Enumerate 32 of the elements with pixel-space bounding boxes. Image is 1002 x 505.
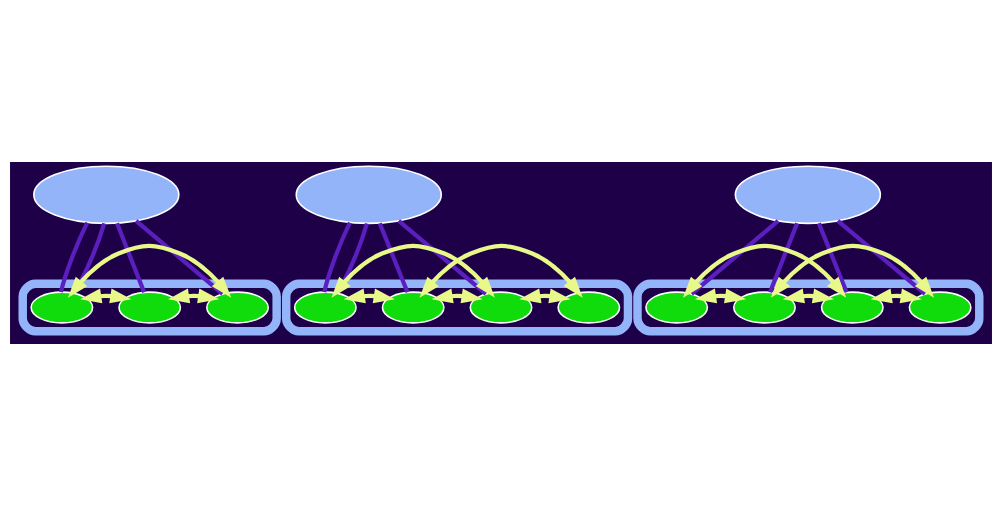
arrow xyxy=(80,288,132,303)
node-ellipse xyxy=(645,290,709,324)
arrow xyxy=(431,288,483,303)
connector xyxy=(816,221,849,293)
connector xyxy=(377,221,410,293)
arrow xyxy=(168,288,220,303)
connector xyxy=(768,221,800,293)
node-ellipse xyxy=(469,290,533,324)
connector xyxy=(322,221,352,293)
connector xyxy=(134,218,224,295)
connector xyxy=(397,218,488,295)
node-ellipse xyxy=(557,290,621,324)
node-ellipse xyxy=(734,164,882,224)
connector xyxy=(58,221,90,293)
node-ellipse xyxy=(820,290,884,324)
node-ellipse xyxy=(206,290,269,324)
node-ellipse xyxy=(381,290,445,324)
connector xyxy=(690,218,780,295)
node-ellipse xyxy=(733,290,796,324)
arrow xyxy=(519,288,571,303)
node-ellipse xyxy=(908,290,972,324)
arrow xyxy=(870,288,922,303)
node-ellipse xyxy=(295,164,442,224)
connector xyxy=(115,221,147,293)
arrow xyxy=(343,288,395,303)
node-ellipse xyxy=(33,164,180,224)
arrow xyxy=(782,288,834,303)
arrow xyxy=(695,288,747,303)
node-ellipse xyxy=(30,290,94,324)
node-ellipse xyxy=(293,290,357,324)
connector xyxy=(836,218,927,295)
node-ellipse xyxy=(118,290,182,324)
